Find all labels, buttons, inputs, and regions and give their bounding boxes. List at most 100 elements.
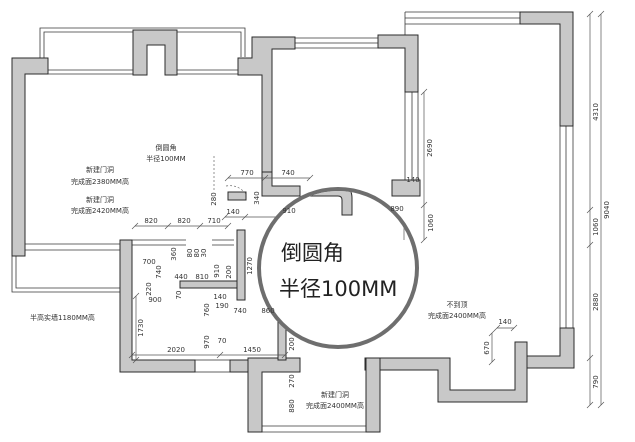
dimension-label: 140 bbox=[213, 293, 226, 301]
dimension-line-top-hall bbox=[224, 174, 314, 182]
door-note-3-title: 新建门洞 bbox=[321, 390, 349, 399]
dimension-label: 820 bbox=[177, 217, 190, 225]
wall-kitchen-bottom-right bbox=[229, 359, 249, 373]
dimension-label: 2880 bbox=[592, 293, 600, 311]
dimension-label: 880 bbox=[288, 399, 296, 412]
dimension-label: 440 bbox=[174, 273, 187, 281]
wall-kitchen-outer bbox=[119, 239, 196, 373]
door-note-2-height: 完成面2420MM高 bbox=[71, 206, 129, 215]
dimension-line-total-right bbox=[597, 10, 605, 409]
callout-title: 倒圆角 bbox=[281, 241, 344, 265]
dimension-label: 280 bbox=[210, 192, 218, 205]
wall-middle-bottom-right bbox=[391, 179, 421, 197]
door-note-1-title: 新建门洞 bbox=[86, 165, 114, 174]
wall-right-bottom bbox=[526, 327, 575, 369]
dimension-label: 140 bbox=[226, 208, 239, 216]
dimension-line-right-area bbox=[488, 324, 518, 366]
fillet-note-title: 倒圆角 bbox=[156, 143, 177, 152]
dimension-label: 190 bbox=[215, 302, 228, 310]
dimension-label: 910 bbox=[213, 264, 221, 277]
dimension-label: 1060 bbox=[427, 214, 435, 232]
dimension-label: 740 bbox=[155, 265, 163, 278]
wall-left-outer bbox=[11, 57, 49, 257]
dimension-label: 200 bbox=[225, 265, 233, 278]
callout: 倒圆角 半径100MM bbox=[257, 187, 419, 349]
dimension-label: 670 bbox=[483, 341, 491, 354]
door-swing-guide bbox=[213, 156, 247, 195]
dimension-label: 340 bbox=[253, 191, 261, 204]
window-middle-room-top bbox=[295, 37, 378, 49]
dimension-label: 910 bbox=[282, 207, 295, 215]
dimension-label: 140 bbox=[406, 176, 419, 184]
window-left-room-top bbox=[48, 69, 238, 75]
window-right-area-top bbox=[404, 11, 520, 35]
wall-left-room-bottom bbox=[25, 243, 120, 251]
dimension-line-kitchen-bottom bbox=[128, 351, 289, 359]
window-kitchen-top bbox=[132, 239, 186, 246]
wall-right-top bbox=[519, 11, 574, 127]
dimension-label: 810 bbox=[195, 273, 208, 281]
dimension-labels: 770 740 280 340 140 910 820 820 710 140 … bbox=[137, 103, 611, 413]
dimension-label: 740 bbox=[281, 169, 294, 177]
partial-height-note-height: 完成面2400MM高 bbox=[428, 311, 486, 320]
half-height-wall-outline bbox=[11, 256, 120, 293]
dimension-label: 270 bbox=[288, 374, 296, 387]
dimension-label: 4310 bbox=[592, 103, 600, 121]
dimension-label: 220 bbox=[145, 282, 153, 295]
door-note-3-height: 完成面2400MM高 bbox=[306, 401, 364, 410]
walls bbox=[11, 11, 575, 433]
door-note-1-height: 完成面2380MM高 bbox=[71, 177, 129, 186]
dimension-label: 1270 bbox=[246, 257, 254, 275]
wall-bottom-room-left bbox=[247, 357, 301, 433]
thin-lines bbox=[11, 11, 574, 433]
dimension-line-middle-room bbox=[420, 88, 428, 244]
wall-door-jamb bbox=[227, 191, 247, 201]
dimension-label: 760 bbox=[203, 303, 211, 316]
dimension-label: 970 bbox=[203, 335, 211, 348]
dimension-label: 770 bbox=[240, 169, 253, 177]
dimension-label: 9040 bbox=[603, 201, 611, 219]
dimension-label: 80 bbox=[193, 249, 201, 258]
dimension-line-kitchen-left bbox=[132, 292, 140, 364]
dimension-label: 900 bbox=[148, 296, 161, 304]
callout-radius: 半径100MM bbox=[279, 277, 397, 301]
wall-bottom-stepped bbox=[364, 341, 528, 403]
dimension-label: 140 bbox=[498, 318, 511, 326]
dimension-label: 700 bbox=[142, 258, 155, 266]
window-right-area-side bbox=[559, 126, 574, 328]
dimension-label: 1730 bbox=[137, 319, 145, 337]
dimension-label: 790 bbox=[592, 375, 600, 388]
dimension-line-kitchen-top bbox=[131, 222, 232, 230]
wall-interior-horizontal bbox=[179, 280, 238, 289]
dimension-label: 360 bbox=[170, 247, 178, 260]
wall-middle-room-right bbox=[404, 92, 419, 180]
dimension-label: 820 bbox=[144, 217, 157, 225]
dimension-label: 860 bbox=[261, 307, 274, 315]
wall-center-left bbox=[237, 36, 296, 173]
dimension-label: 70 bbox=[175, 291, 183, 300]
wall-middle-top-right bbox=[377, 34, 419, 93]
dimension-label: 2020 bbox=[167, 346, 185, 354]
dimension-label: 1450 bbox=[243, 346, 261, 354]
dimension-label: 30 bbox=[200, 249, 208, 258]
dimension-label: 80 bbox=[186, 249, 194, 258]
window-kitchen-bottom bbox=[194, 359, 231, 373]
dimension-label: 710 bbox=[207, 217, 220, 225]
dimension-label: 890 bbox=[390, 205, 403, 213]
door-note-2-title: 新建门洞 bbox=[86, 195, 114, 204]
notes: 倒圆角 半径100MM 新建门洞 完成面2380MM高 新建门洞 完成面2420… bbox=[30, 143, 486, 410]
partial-height-note-title: 不到顶 bbox=[447, 301, 468, 309]
dimension-lines bbox=[128, 10, 605, 409]
half-wall-note: 半高实墙1180MM高 bbox=[30, 313, 95, 322]
window-bottom-room bbox=[248, 425, 380, 433]
dimension-label: 200 bbox=[288, 337, 296, 350]
door-opening-kitchen bbox=[212, 239, 234, 246]
dimension-label: 2690 bbox=[426, 139, 434, 157]
wall-top-bump bbox=[132, 29, 178, 76]
dimension-label: 1060 bbox=[592, 218, 600, 236]
fillet-note-radius: 半径100MM bbox=[146, 154, 185, 163]
wall-interior-vertical bbox=[236, 229, 246, 301]
callout-ring bbox=[257, 187, 419, 349]
dimension-line-hall bbox=[221, 213, 324, 221]
